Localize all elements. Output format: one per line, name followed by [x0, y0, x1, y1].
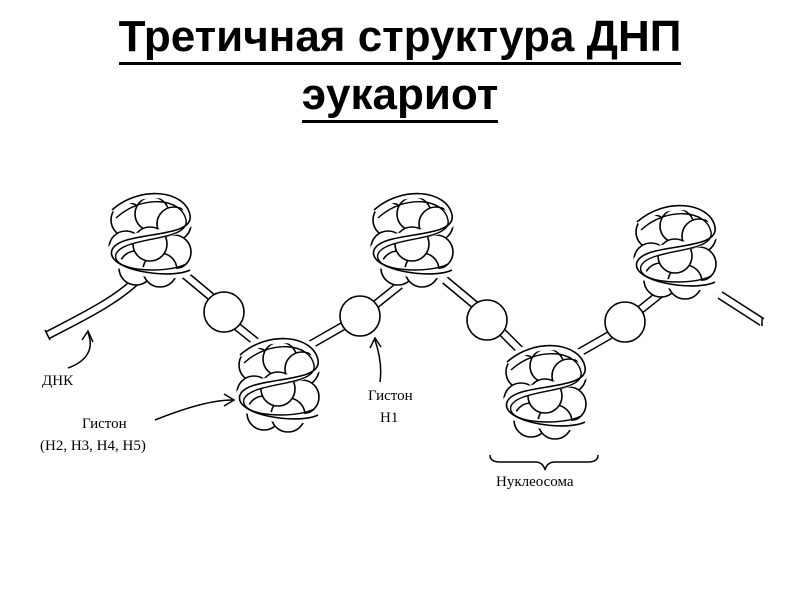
- histone-core-arrow: [154, 399, 233, 421]
- h1-bead: [604, 301, 646, 343]
- histone-h1-type: Н1: [380, 410, 398, 426]
- nucleosome: [634, 206, 716, 300]
- linker-dna: [182, 271, 765, 359]
- title-line-1: Третичная структура ДНП: [118, 12, 682, 65]
- dna-label: ДНК: [42, 373, 74, 389]
- slide-title: Третичная структура ДНП эукариот: [0, 8, 800, 124]
- nucleosome: [371, 194, 453, 288]
- title-line-2: эукариот: [301, 70, 499, 123]
- h1-bead: [339, 295, 381, 337]
- h1-arrow: [374, 339, 382, 383]
- h1-bead: [466, 299, 508, 341]
- histone-core-label: Гистон: [82, 416, 127, 432]
- nucleosome: [504, 346, 586, 440]
- nucleosome: [109, 194, 191, 288]
- nucleosome-brace: [489, 454, 599, 471]
- dna-arrow: [67, 332, 91, 369]
- nucleosome-label: Нуклеосома: [496, 474, 574, 490]
- h1-bead: [203, 291, 245, 333]
- label-arrows: [67, 329, 599, 471]
- histone-core-types: (Н2, Н3, Н4, Н5): [40, 438, 146, 454]
- nucleosome: [237, 339, 319, 433]
- histone-h1-label: Гистон: [368, 388, 413, 404]
- histone-h1-beads: [203, 291, 646, 343]
